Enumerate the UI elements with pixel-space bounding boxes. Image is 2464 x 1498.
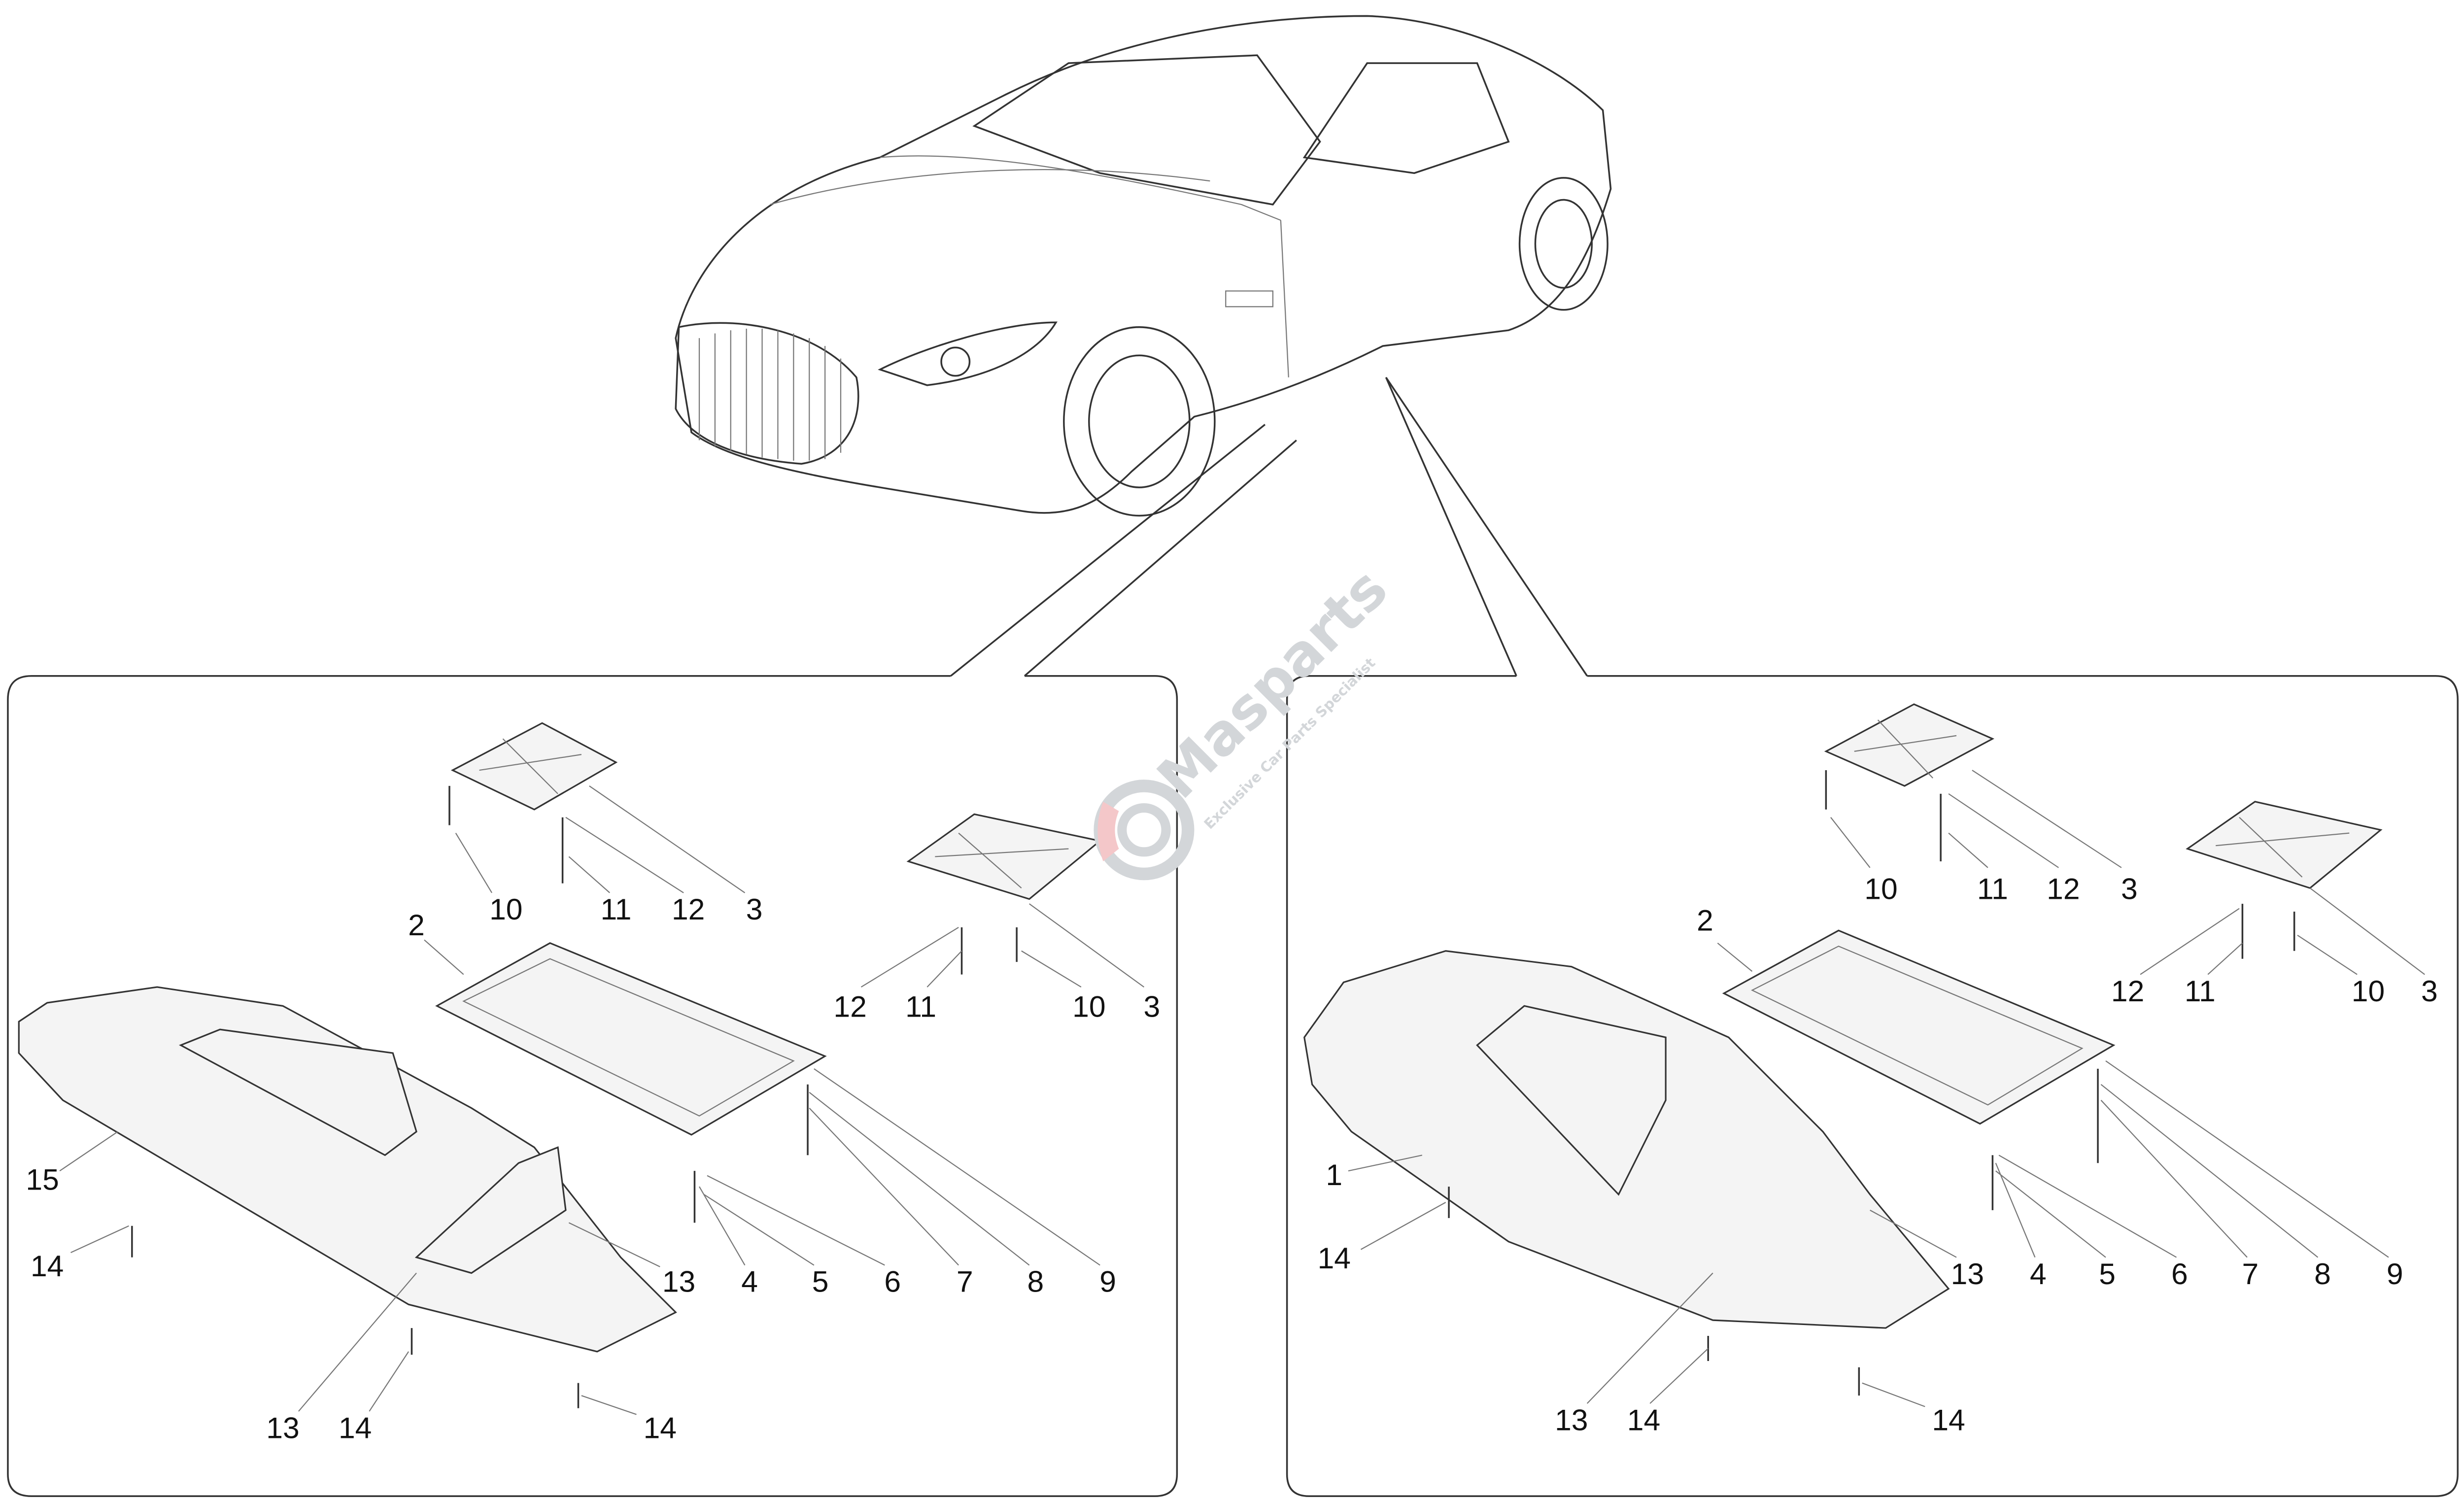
left-parts <box>18 722 1145 1415</box>
part-number-label: 10 <box>489 892 522 926</box>
part-number-label: 10 <box>2352 974 2385 1008</box>
grille-bars <box>698 329 842 461</box>
part-number-label: 12 <box>672 892 705 926</box>
part-number-label: 4 <box>2030 1257 2047 1291</box>
part-number-label: 3 <box>1144 990 1161 1023</box>
part-number-label: 8 <box>1027 1265 1044 1298</box>
part-number-label: 4 <box>741 1265 758 1298</box>
part-number-label: 9 <box>2387 1257 2403 1291</box>
left-detail-panel <box>7 675 1178 1498</box>
right-callout-labels: 10 11 12 3 2 12 11 10 3 1 14 13 4 5 6 7 8 9 13 14 14 <box>1318 872 2438 1437</box>
part-number-label: 9 <box>1099 1265 1116 1298</box>
part-number-label: 6 <box>884 1265 901 1298</box>
part-number-label: 14 <box>339 1411 372 1444</box>
part-number-label: 11 <box>1977 872 2008 906</box>
part-number-label: 7 <box>2242 1257 2259 1291</box>
part-number-label: 5 <box>2099 1257 2116 1291</box>
left-callout-labels: 10 11 12 3 2 12 11 10 3 15 14 13 4 5 6 7 8 9 13 14 14 <box>26 892 1160 1444</box>
part-number-label: 14 <box>31 1249 64 1283</box>
callout-line-right <box>1385 376 1588 677</box>
part-number-label: 14 <box>1932 1403 1965 1436</box>
part-number-label: 12 <box>833 990 866 1023</box>
part-number-label: 3 <box>2421 974 2438 1008</box>
watermark-brand: Masparts <box>1145 556 1401 812</box>
panel-2 <box>435 942 827 1136</box>
part-number-label: 6 <box>2171 1257 2188 1291</box>
part-number-label: 13 <box>1951 1257 1984 1291</box>
part-number-label: 13 <box>662 1265 695 1298</box>
part-number-label: 13 <box>266 1411 299 1444</box>
right-parts <box>1303 703 2425 1407</box>
part-number-label: 1 <box>1326 1158 1342 1192</box>
part-number-label: 2 <box>408 908 425 942</box>
part-number-label: 13 <box>1555 1403 1588 1436</box>
part-number-label: 11 <box>905 990 936 1023</box>
part-number-label: 12 <box>2047 872 2080 906</box>
part-number-label: 10 <box>1864 872 1897 906</box>
part-number-label: 15 <box>26 1162 59 1196</box>
undertray-15 <box>18 986 677 1353</box>
part-number-label: 7 <box>957 1265 973 1298</box>
part-number-label: 11 <box>601 892 632 926</box>
part-number-label: 14 <box>1627 1403 1660 1436</box>
part-number-label: 12 <box>2111 974 2144 1008</box>
part-number-label: 14 <box>1318 1241 1351 1275</box>
part-number-label: 2 <box>1697 903 1713 937</box>
masparts-watermark: Masparts Exclusive Car Parts Specialist <box>1094 556 1401 881</box>
callout-line-left <box>950 424 1297 677</box>
cross-brace-upper <box>450 722 618 811</box>
part-number-label: 14 <box>644 1411 677 1444</box>
part-number-label: 3 <box>2121 872 2138 906</box>
part-number-label: 3 <box>746 892 763 926</box>
panel-2-r <box>1722 929 2116 1125</box>
car-illustration <box>675 15 1612 517</box>
cross-brace-side-r <box>2186 801 2383 889</box>
cross-brace-upper-r <box>1824 703 1995 787</box>
part-number-label: 8 <box>2314 1257 2331 1291</box>
brake-caliper-icon <box>1097 801 1119 861</box>
part-number-label: 11 <box>2185 974 2216 1008</box>
right-detail-panel <box>1286 675 2459 1498</box>
part-number-label: 5 <box>812 1265 829 1298</box>
part-number-label: 10 <box>1072 990 1105 1023</box>
